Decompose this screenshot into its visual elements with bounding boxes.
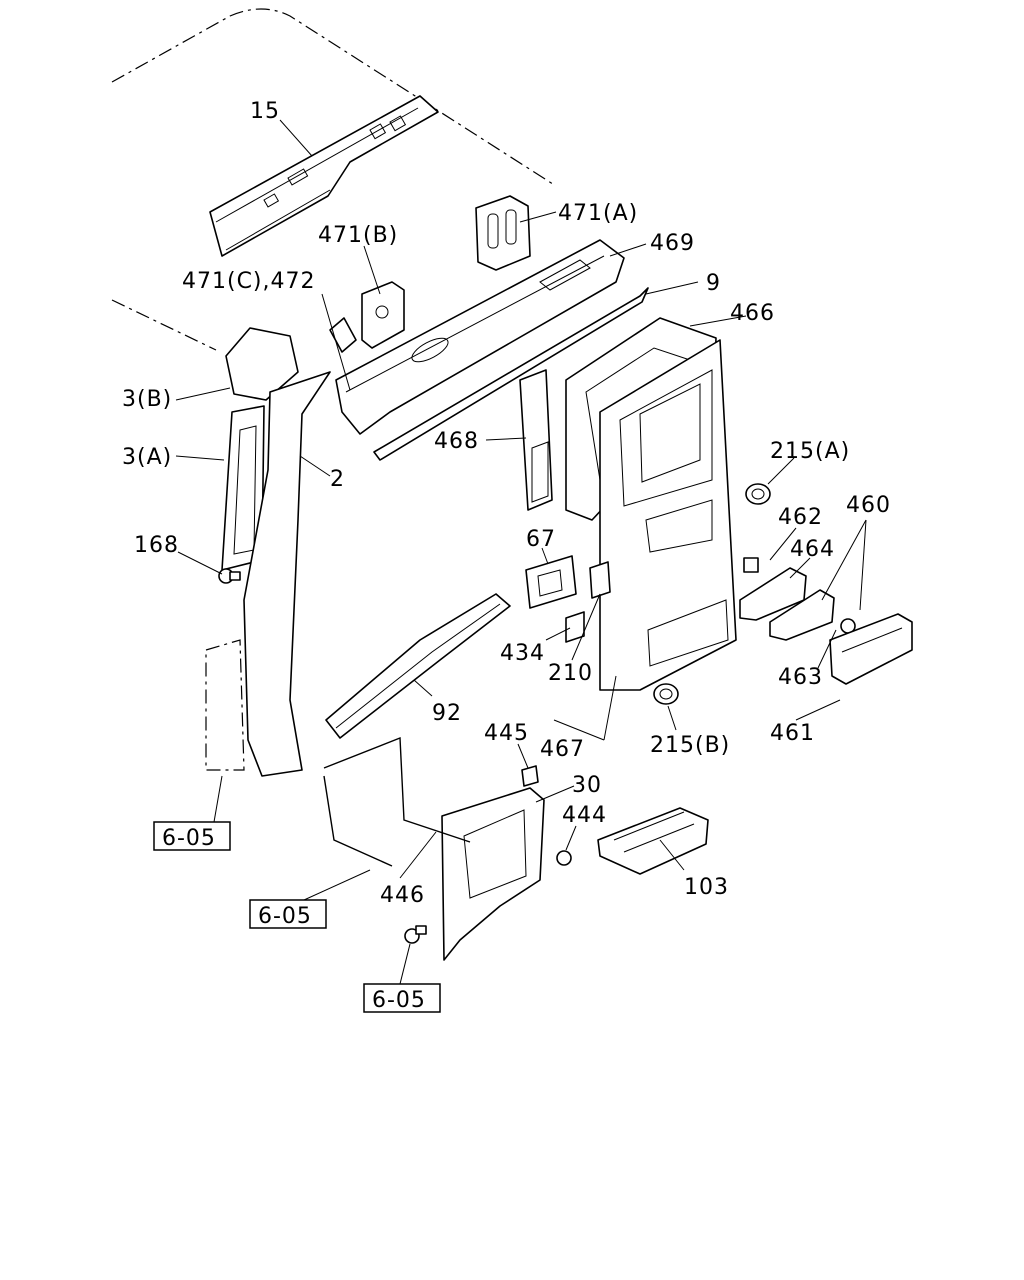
ref-box-3[interactable]: 6-05 [363, 983, 441, 1013]
label-446: 446 [380, 883, 425, 908]
ref-box-1[interactable]: 6-05 [153, 821, 231, 851]
rocker-92-part [325, 593, 511, 739]
label-462: 462 [778, 505, 823, 530]
label-92: 92 [432, 701, 462, 726]
pillar-468-part [519, 369, 553, 511]
label-445: 445 [484, 721, 529, 746]
label-103: 103 [684, 875, 729, 900]
leader-lines [175, 119, 867, 985]
grommet-215a-part [745, 483, 771, 505]
clip-445-part [521, 765, 539, 787]
label-2: 2 [330, 467, 345, 492]
ref-box-1-label: 6-05 [162, 826, 216, 851]
label-466: 466 [730, 301, 775, 326]
label-30: 30 [572, 773, 602, 798]
label-15: 15 [250, 99, 280, 124]
bracket-67-part [525, 555, 577, 609]
label-468: 468 [434, 429, 479, 454]
roof-side-rail-469-part [335, 239, 625, 435]
ref-box-2[interactable]: 6-05 [249, 899, 327, 929]
label-469: 469 [650, 231, 695, 256]
bolt-444-part [556, 850, 572, 866]
bracket-210-part [589, 561, 611, 599]
label-434: 434 [500, 641, 545, 666]
label-471a: 471(A) [558, 201, 638, 226]
step-103-part [597, 807, 709, 875]
lower-left-panel [205, 639, 245, 771]
label-3b: 3(B) [122, 387, 172, 412]
lamp-assembly-part [739, 557, 913, 685]
roof-rail-part [209, 95, 439, 257]
part-labels: 15 471(A) 471(B) 469 471(C),472 9 466 3(… [122, 99, 891, 908]
cab-outline [111, 8, 557, 351]
label-471b: 471(B) [318, 223, 398, 248]
ref-box-2-label: 6-05 [258, 904, 312, 929]
label-460: 460 [846, 493, 891, 518]
clip-434-part [565, 611, 585, 643]
label-471c-472: 471(C),472 [182, 269, 316, 294]
ref-box-3-label: 6-05 [372, 988, 426, 1013]
strip-9-part [373, 287, 649, 461]
label-461: 461 [770, 721, 815, 746]
bolt-6-05-part [404, 925, 427, 944]
bolt-168-part [218, 568, 241, 584]
front-pillar-part [221, 327, 331, 777]
label-464: 464 [790, 537, 835, 562]
grommet-215b-part [653, 683, 679, 705]
side-panel-part [599, 339, 737, 691]
label-444: 444 [562, 803, 607, 828]
step-bracket-part [441, 787, 545, 961]
label-215b: 215(B) [650, 733, 730, 758]
label-467: 467 [540, 737, 585, 762]
label-463: 463 [778, 665, 823, 690]
bracket-471b-part [361, 281, 405, 349]
plate-471c-part [329, 317, 357, 353]
bracket-471a-part [475, 195, 531, 271]
label-3a: 3(A) [122, 445, 172, 470]
label-9: 9 [706, 271, 721, 296]
label-67: 67 [526, 527, 556, 552]
label-210: 210 [548, 661, 593, 686]
lower-panel-dash [323, 736, 471, 867]
label-168: 168 [134, 533, 179, 558]
label-215a: 215(A) [770, 439, 850, 464]
